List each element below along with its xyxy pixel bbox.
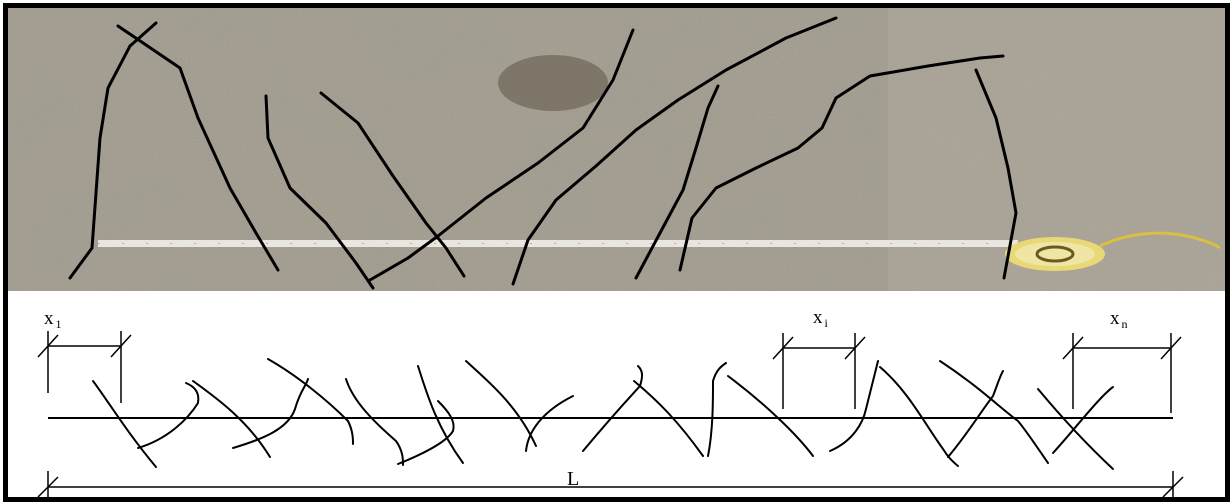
spacing-label-x1: x1 xyxy=(44,309,62,330)
fracture-line xyxy=(526,396,573,451)
fracture-line xyxy=(268,359,353,444)
fracture-line xyxy=(93,381,156,467)
dark-rock-patch xyxy=(498,55,608,111)
tape-measure xyxy=(98,240,1018,247)
fracture-line xyxy=(948,371,1003,457)
photo-svg xyxy=(8,8,1225,291)
spacing-label-xn: xn xyxy=(1110,309,1128,330)
fracture-line xyxy=(138,383,198,448)
length-label-L: L xyxy=(567,469,579,489)
fracture-line xyxy=(346,379,403,465)
fracture-line xyxy=(466,361,536,446)
fracture-line xyxy=(728,376,813,456)
spacing-label-xi: xi xyxy=(813,308,828,329)
rock-outcrop-photo xyxy=(8,8,1225,291)
fracture-line xyxy=(418,366,463,463)
figure-frame: x1 xi xn L xyxy=(3,3,1230,502)
schematic-fractures xyxy=(93,359,1113,469)
fracture-line xyxy=(1038,389,1113,469)
fracture-line xyxy=(233,379,308,448)
schematic-svg xyxy=(8,291,1225,497)
fracture-line xyxy=(583,366,642,451)
fracture-line xyxy=(398,401,454,464)
fracture-line xyxy=(1053,387,1113,453)
dimension-lines xyxy=(38,331,1183,497)
scanline-schematic: x1 xi xn L xyxy=(8,291,1225,497)
fracture-line xyxy=(880,367,958,466)
fracture-line xyxy=(830,361,878,451)
fracture-line xyxy=(708,363,726,456)
